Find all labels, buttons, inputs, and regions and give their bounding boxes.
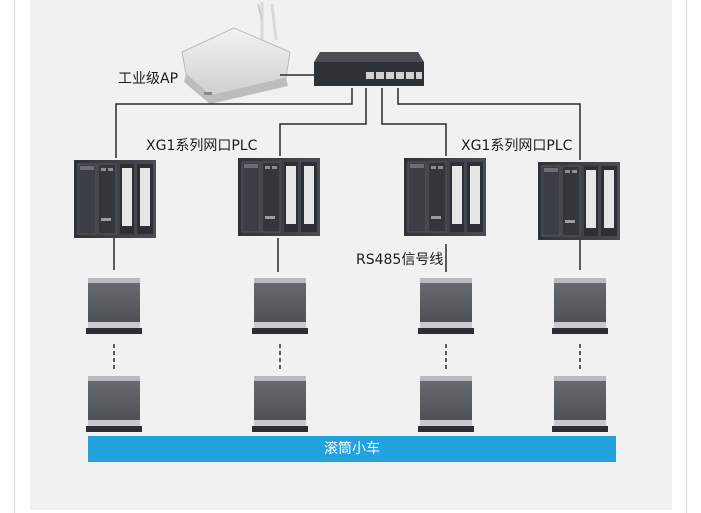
plc-icon [73, 159, 157, 239]
roller-cart-icon [86, 376, 142, 432]
plc-label-right: XG1系列网口PLC [461, 138, 573, 154]
rs485-lines [113, 238, 581, 272]
dashed-connectors [113, 344, 581, 372]
roller-cart-icon [252, 278, 308, 334]
page-border-left [14, 0, 15, 513]
plc-icon [537, 161, 621, 241]
ap-label: 工业级AP [118, 71, 179, 87]
wifi-ap-icon [181, 2, 291, 104]
ethernet-cables [115, 88, 581, 160]
page-border-right [686, 0, 687, 513]
roller-cart-icon [252, 376, 308, 432]
roller-cart-icon [418, 278, 474, 334]
roller-cart-icon [552, 376, 608, 432]
plc-icon [403, 157, 487, 237]
roller-cart-bar: 滚筒小车 [88, 436, 616, 462]
plc-label-left: XG1系列网口PLC [146, 138, 258, 154]
plc-icon [237, 157, 321, 237]
roller-cart-icon [86, 278, 142, 334]
network-switch-icon [314, 52, 424, 86]
rs485-label: RS485信号线 [356, 252, 444, 268]
roller-cart-icon [552, 278, 608, 334]
roller-cart-icon [418, 376, 474, 432]
